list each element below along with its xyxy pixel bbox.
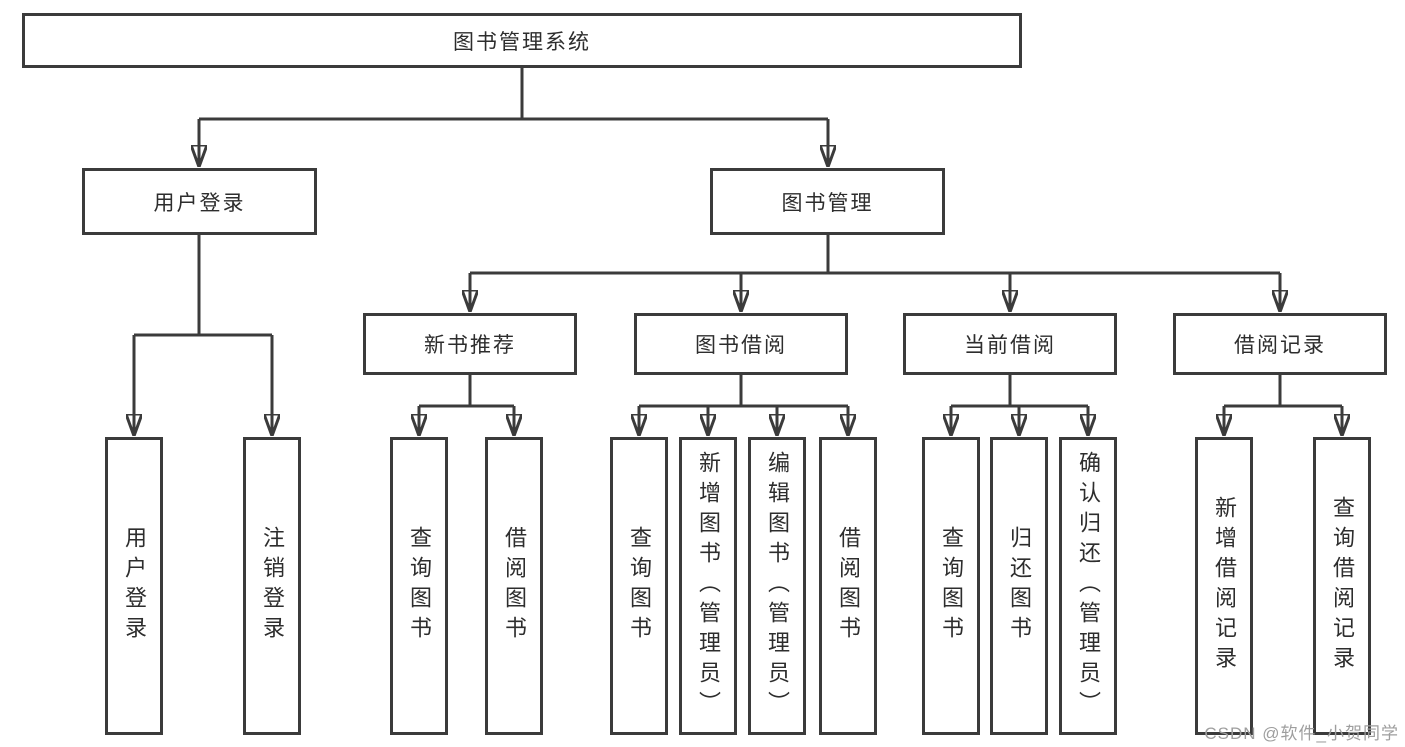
- node-leaf-query-books-recommend: 查询图书: [390, 437, 448, 735]
- node-leaf-query-books-borrow-label: 查询图书: [627, 526, 652, 646]
- node-current-borrowing-label: 当前借阅: [964, 334, 1056, 357]
- node-leaf-query-books-current-label: 查询图书: [939, 526, 964, 646]
- node-root-system-label: 图书管理系统: [453, 30, 591, 54]
- node-leaf-query-borrow-record-label: 查询借阅记录: [1330, 496, 1355, 676]
- node-leaf-edit-book-admin-label: 编辑图书（管理员）: [765, 451, 790, 721]
- node-leaf-return-books: 归还图书: [990, 437, 1048, 735]
- node-book-borrowing-label: 图书借阅: [695, 334, 787, 357]
- edges-book-management-branch: [470, 235, 1280, 311]
- node-leaf-add-book-admin: 新增图书（管理员）: [679, 437, 737, 735]
- edges-borrow-records-branch: [1224, 375, 1342, 435]
- edges-new-book-branch: [419, 375, 514, 435]
- node-book-borrowing: 图书借阅: [634, 313, 848, 375]
- node-book-management: 图书管理: [710, 168, 945, 235]
- edges-user-login-branch: [134, 235, 272, 435]
- node-leaf-confirm-return-admin-label: 确认归还（管理员）: [1076, 451, 1101, 721]
- node-leaf-borrow-books-label: 借阅图书: [836, 526, 861, 646]
- node-user-login-label: 用户登录: [153, 191, 246, 215]
- node-current-borrowing: 当前借阅: [903, 313, 1117, 375]
- node-leaf-borrow-books: 借阅图书: [819, 437, 877, 735]
- node-leaf-logout-label: 注销登录: [260, 526, 285, 646]
- node-leaf-query-books-borrow: 查询图书: [610, 437, 668, 735]
- node-leaf-borrow-books-recommend: 借阅图书: [485, 437, 543, 735]
- edges-root-to-level2: [199, 66, 828, 166]
- node-leaf-user-login: 用户登录: [105, 437, 163, 735]
- node-new-book-recommend: 新书推荐: [363, 313, 577, 375]
- node-leaf-add-book-admin-label: 新增图书（管理员）: [696, 451, 721, 721]
- node-leaf-query-borrow-record: 查询借阅记录: [1313, 437, 1371, 735]
- node-user-login: 用户登录: [82, 168, 317, 235]
- edges-book-borrow-branch: [639, 375, 848, 435]
- node-root-system: 图书管理系统: [22, 13, 1022, 68]
- node-leaf-query-books-current: 查询图书: [922, 437, 980, 735]
- node-book-management-label: 图书管理: [781, 191, 874, 215]
- node-leaf-query-books-recommend-label: 查询图书: [407, 526, 432, 646]
- node-leaf-user-login-label: 用户登录: [122, 526, 147, 646]
- node-leaf-confirm-return-admin: 确认归还（管理员）: [1059, 437, 1117, 735]
- node-leaf-return-books-label: 归还图书: [1007, 526, 1032, 646]
- node-leaf-add-borrow-record-label: 新增借阅记录: [1212, 496, 1237, 676]
- edges-current-borrow-branch: [951, 375, 1088, 435]
- node-leaf-borrow-books-recommend-label: 借阅图书: [502, 526, 527, 646]
- watermark: CSDN @软件_小贺同学: [1204, 724, 1399, 743]
- node-borrowing-records: 借阅记录: [1173, 313, 1387, 375]
- node-new-book-recommend-label: 新书推荐: [424, 334, 516, 357]
- node-borrowing-records-label: 借阅记录: [1234, 334, 1326, 357]
- node-leaf-logout: 注销登录: [243, 437, 301, 735]
- node-leaf-edit-book-admin: 编辑图书（管理员）: [748, 437, 806, 735]
- node-leaf-add-borrow-record: 新增借阅记录: [1195, 437, 1253, 735]
